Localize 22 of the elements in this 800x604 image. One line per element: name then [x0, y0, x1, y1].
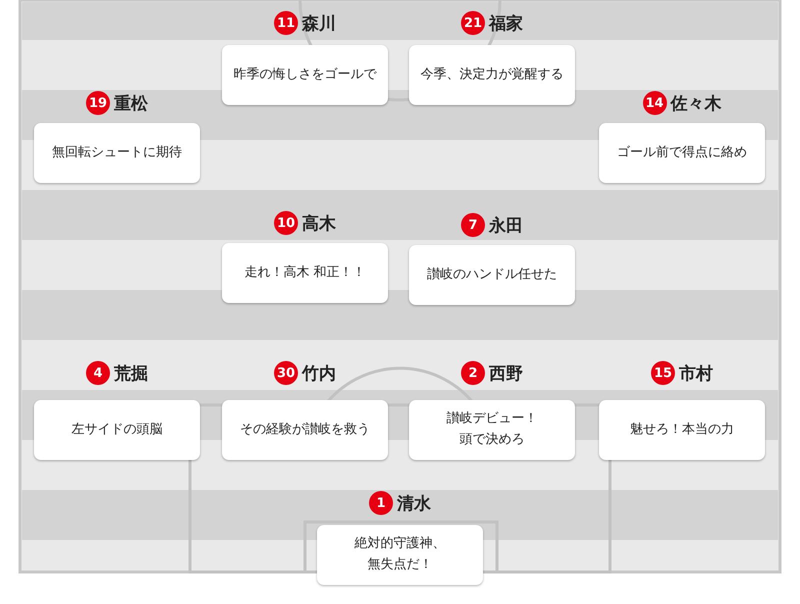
- player-name: 重松: [114, 92, 148, 114]
- player-name: 永田: [489, 214, 523, 236]
- speech-bubble: 魅せろ！本当の力: [599, 400, 765, 460]
- player-name: 荒掘: [114, 362, 148, 384]
- speech-bubble: 昨季の悔しさをゴールで: [222, 45, 388, 105]
- speech-bubble: ゴール前で得点に絡め: [599, 123, 765, 183]
- speech-bubble: 無回転シュートに期待: [34, 123, 200, 183]
- player-name: 清水: [397, 492, 431, 514]
- player-name: 竹内: [302, 362, 336, 384]
- speech-bubble: 走れ！高木 和正！！: [222, 243, 388, 303]
- player-name: 高木: [302, 212, 336, 234]
- player-name: 福家: [489, 12, 523, 34]
- player-name: 西野: [489, 362, 523, 384]
- speech-bubble: 絶対的守護神、無失点だ！: [317, 525, 483, 585]
- speech-bubble: 讃岐のハンドル任せた: [409, 245, 575, 305]
- player-name: 市村: [679, 362, 713, 384]
- speech-bubble: 讃岐デビュー！頭で決めろ: [409, 400, 575, 460]
- player-name: 森川: [302, 12, 336, 34]
- speech-bubble: 今季、決定力が覚醒する: [409, 45, 575, 105]
- speech-bubble: 左サイドの頭脳: [34, 400, 200, 460]
- speech-bubble: その経験が讃岐を救う: [222, 400, 388, 460]
- player-name: 佐々木: [670, 92, 722, 114]
